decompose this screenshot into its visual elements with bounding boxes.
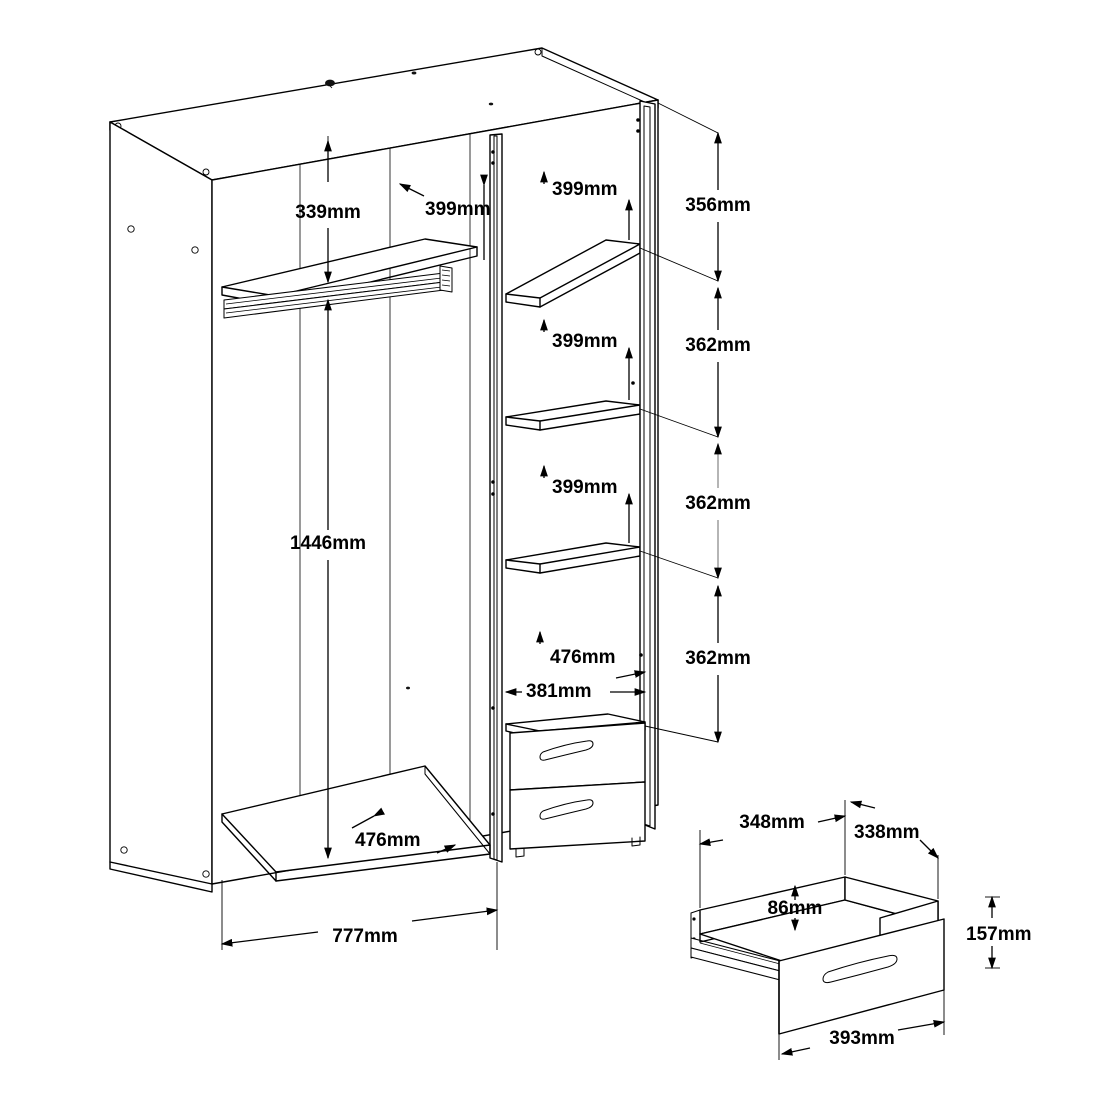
drawer-detail-view: 348mm 338mm 86mm 157mm [690,800,1032,1060]
dowel-mark-icon [491,480,495,484]
dowel-hole-icon [534,48,542,56]
dimension-381: 381mm [504,681,647,702]
dimension-label-399-r2: 399mm [552,331,618,352]
dowel-hole-icon [120,846,128,854]
dimension-label-356: 356mm [685,195,751,216]
dimension-label-777: 777mm [332,926,398,947]
dowel-mark-icon [406,686,410,690]
dimension-399-left: 399mm [398,174,491,260]
dimension-399-right-3: 399mm [540,464,633,543]
dowel-mark-icon [636,129,640,133]
dimension-label-362-b: 362mm [685,493,751,514]
drawer-handle-icon[interactable] [539,799,594,820]
drawer-front-lower[interactable] [509,781,646,850]
dimension-157: 157mm [966,895,1032,970]
dimension-label-339: 339mm [295,202,361,223]
dimension-label-1446: 1446mm [290,533,366,554]
dowel-hole-icon [202,168,210,176]
dimension-362-c: 362mm [685,584,751,744]
dimension-339: 339mm [295,136,361,284]
dimension-label-362-c: 362mm [685,648,751,669]
left-bottom-panel [221,765,491,882]
drawer-runner [690,909,789,983]
drawer-handle-icon[interactable] [539,740,594,761]
right-dimension-chain: 356mm 362mm 362mm 362mm [639,102,751,744]
drawer-front-upper[interactable] [509,722,646,791]
dimension-label-476-right: 476mm [550,647,616,668]
dowel-mark-icon [692,917,696,921]
dimension-label-393: 393mm [829,1028,895,1049]
drawer-unit-foot [515,847,525,858]
dimension-label-399-r3: 399mm [552,477,618,498]
dimension-1446: 1446mm [290,298,366,860]
dimension-362-a: 362mm [685,286,751,439]
dowel-hole-icon [191,246,199,254]
dimension-dot [639,653,643,657]
dimension-356: 356mm [685,131,751,283]
dimension-label-157: 157mm [966,924,1032,945]
dimension-label-399-left: 399mm [425,199,491,220]
dimension-476-right: 476mm [536,630,647,679]
dowel-hole-icon [127,225,135,233]
dimension-399-right-1: 399mm [540,170,633,240]
left-side-panel [109,121,213,893]
hanging-rail [223,265,453,319]
dimension-476-left: 476mm [351,807,457,854]
dowel-mark-icon [411,71,417,75]
dowel-mark-icon [636,118,640,122]
right-side-panel [631,100,656,830]
drawer-unit-foot [631,836,641,847]
dimension-label-348: 348mm [739,812,805,833]
dowel-mark-icon [491,161,495,165]
dowel-mark-icon [491,150,495,154]
dimension-label-86: 86mm [768,898,823,919]
dimension-label-362-a: 362mm [685,335,751,356]
dimension-label-399-r1: 399mm [552,179,618,200]
dimension-777: 777mm [220,862,499,950]
dimension-338: 338mm [849,800,939,899]
dimension-399-right-2: 399mm [540,318,633,400]
dowel-mark-icon [488,102,494,106]
dowel-mark-icon [491,706,495,710]
cam-fitting-icon [325,79,335,89]
dowel-mark-icon [631,381,635,385]
dimension-label-338: 338mm [854,822,920,843]
dowel-hole-icon [202,870,210,878]
dowel-mark-icon [491,492,495,496]
drawer-handle-icon[interactable] [822,954,898,984]
dimension-362-b: 362mm [685,442,751,580]
dimension-348: 348mm [698,800,847,908]
dimension-393: 393mm [778,990,946,1060]
dowel-mark-icon [491,812,495,816]
centre-divider-panel [489,133,503,863]
dimension-label-381: 381mm [526,681,592,702]
dimension-86: 86mm [768,884,823,932]
dimension-label-476-left: 476mm [355,830,421,851]
wardrobe-carcass [109,47,659,893]
